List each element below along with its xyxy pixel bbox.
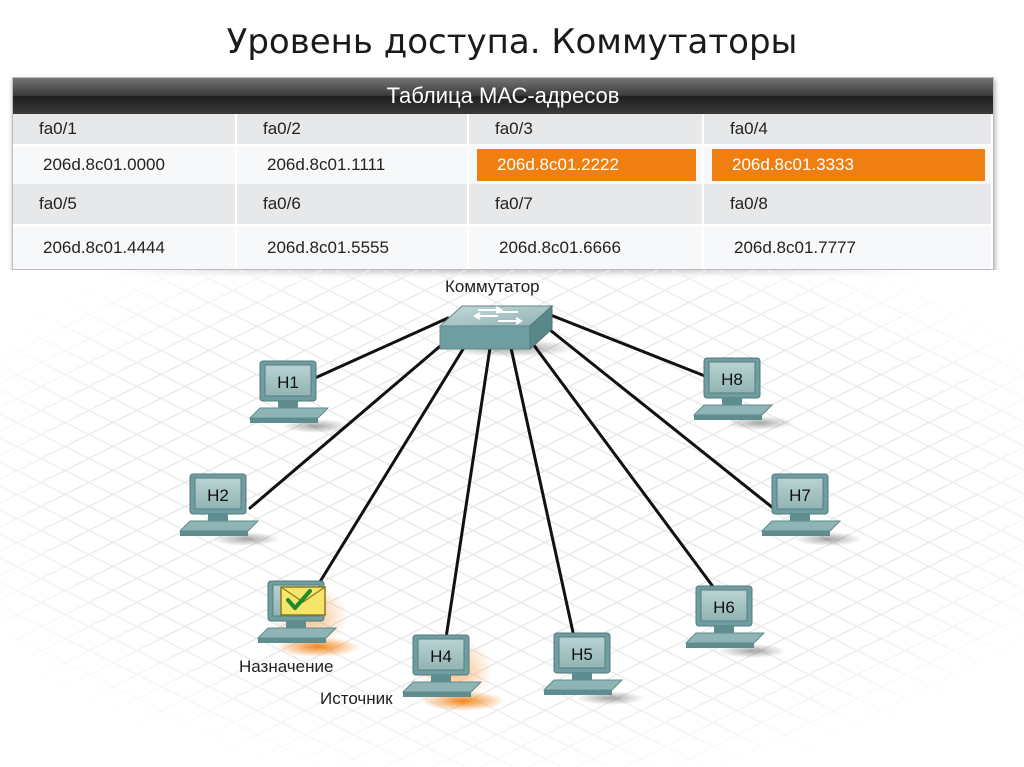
port-cell: fa0/6 xyxy=(237,184,469,226)
host-base-front xyxy=(762,531,830,536)
mac-cell: 206d.8c01.1111 xyxy=(237,146,469,184)
port-cell: fa0/1 xyxy=(13,114,237,146)
mac-value: 206d.8c01.0000 xyxy=(43,155,165,174)
host-base-front xyxy=(403,692,471,697)
monitor-screen xyxy=(700,589,748,622)
monitor-stand xyxy=(790,514,810,522)
host-h2: H2 xyxy=(178,473,280,546)
switch-front xyxy=(439,325,531,350)
host-base-front xyxy=(544,690,612,695)
host-base xyxy=(542,679,624,691)
host-base xyxy=(248,407,330,419)
mac-cell: 206d.8c01.4444 xyxy=(13,226,237,269)
link-h3 xyxy=(316,344,467,587)
link-h5 xyxy=(509,346,576,639)
host-base xyxy=(256,627,338,639)
mac-cell-highlighted: 206d.8c01.2222 xyxy=(469,146,704,184)
host-label: H1 xyxy=(277,373,299,392)
monitor-stand xyxy=(286,621,306,629)
monitor-screen xyxy=(264,364,312,397)
monitor-stand xyxy=(278,401,298,409)
host-base-front xyxy=(250,418,318,423)
mac-value: 206d.8c01.6666 xyxy=(499,237,621,257)
mac-cell: 206d.8c01.0000 xyxy=(13,146,237,184)
mac-cell-highlighted: 206d.8c01.3333 xyxy=(704,146,993,184)
switch-arrows-icon xyxy=(473,306,523,325)
mac-cell: 206d.8c01.6666 xyxy=(469,226,704,269)
port-cell: fa0/7 xyxy=(469,184,704,226)
host-label: H4 xyxy=(430,647,452,666)
port-cell: fa0/3 xyxy=(469,114,704,146)
host-label: H7 xyxy=(789,486,811,505)
host-base xyxy=(401,681,483,693)
host-base-front xyxy=(180,531,248,536)
host-h5: H5 xyxy=(542,632,644,705)
link-h7 xyxy=(543,324,780,514)
link-h4 xyxy=(444,346,492,640)
port-cell: fa0/8 xyxy=(704,184,993,226)
host-base xyxy=(178,520,260,532)
monitor-stand xyxy=(714,626,734,634)
host-h4: H4 xyxy=(401,634,505,711)
mac-table-grid: fa0/1 fa0/2 fa0/3 fa0/4 206d.8c01.0000 2… xyxy=(13,114,993,269)
monitor-stand xyxy=(572,673,592,681)
port-cell: fa0/5 xyxy=(13,184,237,226)
mac-value: 206d.8c01.2222 xyxy=(477,149,696,181)
host-label: H6 xyxy=(713,598,735,617)
slide-title: Уровень доступа. Коммутаторы xyxy=(226,22,798,62)
host-h1: H1 xyxy=(248,360,350,433)
mac-cell: 206d.8c01.7777 xyxy=(704,226,993,269)
mac-value: 206d.8c01.4444 xyxy=(43,237,165,257)
monitor-screen xyxy=(417,638,465,671)
destination-envelope xyxy=(280,586,326,616)
link-h8 xyxy=(546,312,712,380)
source-label: Источник xyxy=(320,689,393,708)
port-cell: fa0/2 xyxy=(237,114,469,146)
port-cell: fa0/4 xyxy=(704,114,993,146)
link-h2 xyxy=(248,334,454,510)
monitor-stand xyxy=(431,675,451,683)
network-links xyxy=(248,312,780,640)
host-base xyxy=(684,632,766,644)
host-base-front xyxy=(686,643,754,648)
check-mark-icon xyxy=(286,589,312,610)
monitor-stand xyxy=(208,514,228,522)
host-base xyxy=(692,404,774,416)
mac-value: 206d.8c01.1111 xyxy=(267,155,386,174)
host-label: H2 xyxy=(207,486,229,505)
host-base-front xyxy=(258,638,326,643)
switch-side xyxy=(529,304,553,351)
host-h8: H8 xyxy=(692,357,794,430)
mac-table-header: Таблица МАС-адресов xyxy=(13,78,993,114)
switch-device xyxy=(438,304,580,357)
link-h6 xyxy=(528,338,716,590)
link-h1 xyxy=(313,316,450,380)
mac-value: 206d.8c01.7777 xyxy=(734,237,856,257)
host-label: H5 xyxy=(571,645,593,664)
destination-label: Назначение xyxy=(239,657,334,676)
monitor-screen xyxy=(558,636,606,669)
host-label: H8 xyxy=(721,370,743,389)
switch-label: Коммутатор xyxy=(445,277,540,296)
monitor-screen xyxy=(194,477,242,510)
monitor-screen xyxy=(708,361,756,394)
mac-value: 206d.8c01.5555 xyxy=(267,237,389,257)
mac-address-table: Таблица МАС-адресов fa0/1 fa0/2 fa0/3 fa… xyxy=(12,77,994,270)
envelope-flap xyxy=(280,586,326,603)
host-h6: H6 xyxy=(684,585,786,658)
monitor-stand xyxy=(722,398,742,406)
mac-value: 206d.8c01.3333 xyxy=(712,149,985,181)
host-h7: H7 xyxy=(760,473,862,546)
mac-cell: 206d.8c01.5555 xyxy=(237,226,469,269)
host-base-front xyxy=(694,415,762,420)
host-base xyxy=(760,520,842,532)
monitor-screen xyxy=(776,477,824,510)
